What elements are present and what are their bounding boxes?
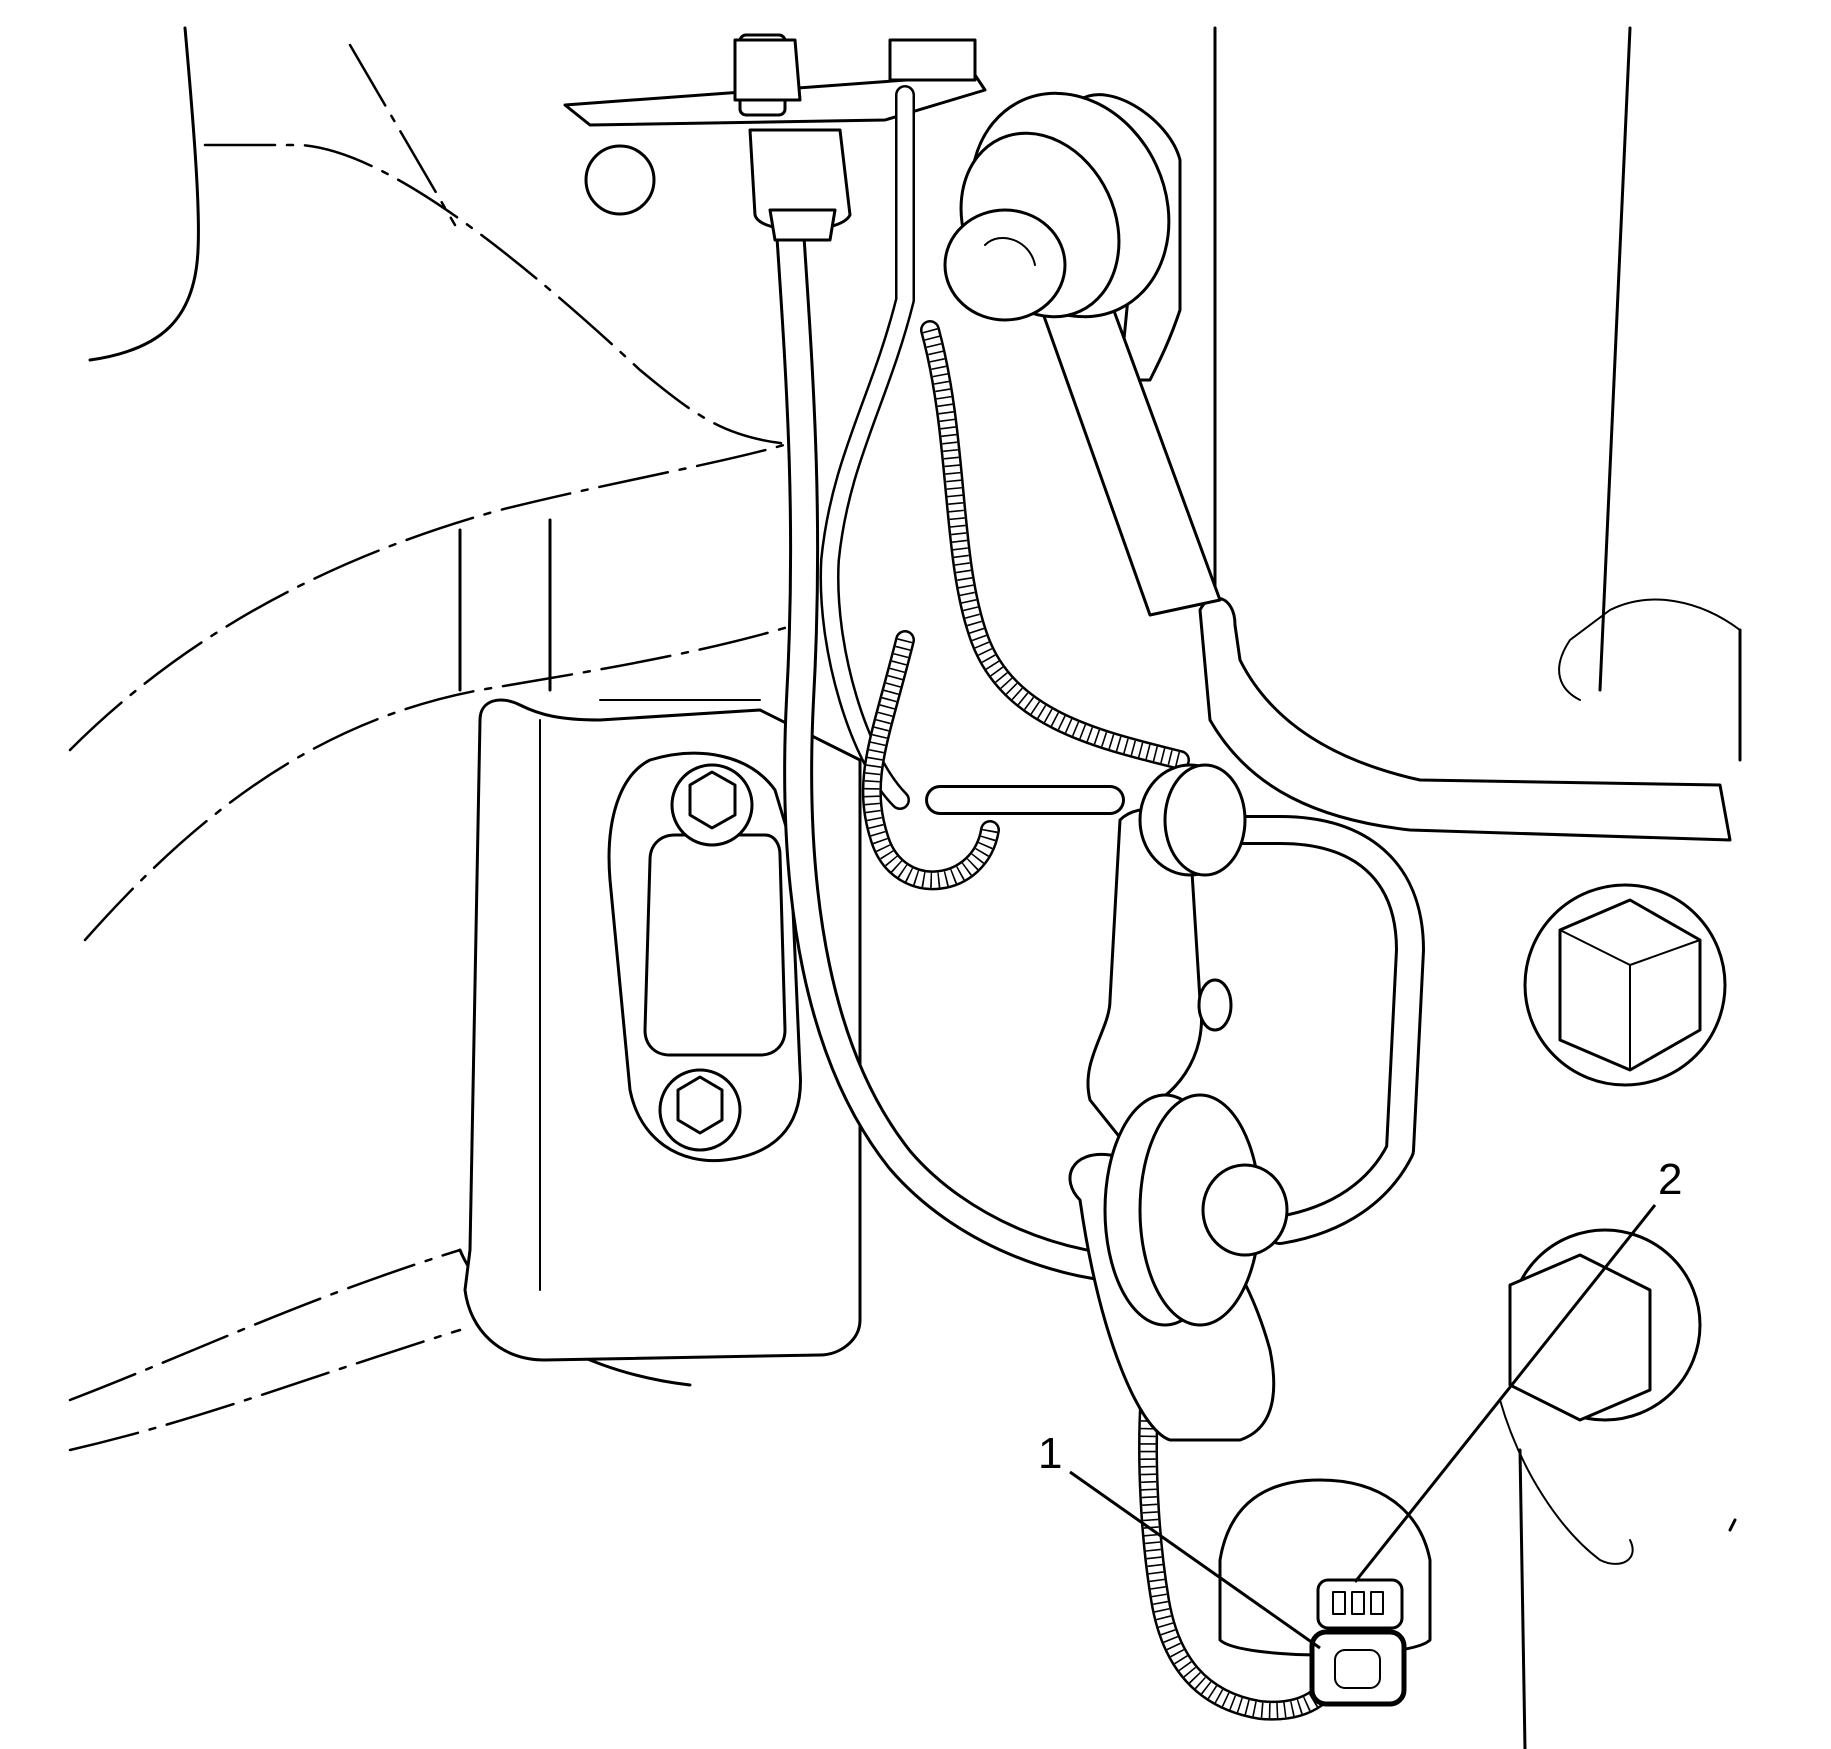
callout-1: 1 [1038, 1429, 1063, 1478]
axle-housing [1198, 26, 1742, 1749]
connector-pin-c [1370, 1591, 1384, 1615]
connector-header-2 [1316, 1578, 1404, 1630]
bolt-lower-hex [676, 1075, 724, 1135]
connector-plug-1 [1309, 1629, 1407, 1707]
callout-2: 2 [1658, 1155, 1683, 1204]
leader-line-2 [1353, 1204, 1657, 1583]
brake-lines [733, 38, 1425, 1285]
hose-clip-bracket [1068, 763, 1432, 1657]
leader-line-1 [1069, 1470, 1321, 1650]
sensor-connector [1309, 1578, 1407, 1707]
stabilizer-link [943, 91, 1222, 617]
connector-pin-b [1351, 1591, 1365, 1615]
mounting-bracket [463, 698, 862, 1362]
connector-pin-a [1332, 1591, 1346, 1615]
lower-nut-hex [1508, 1253, 1652, 1422]
bolt-upper-hex [688, 770, 737, 830]
sensor-wire-harness [819, 85, 1350, 1721]
body-outline-dashed [68, 43, 812, 1452]
connector-plug-face [1334, 1649, 1381, 1689]
